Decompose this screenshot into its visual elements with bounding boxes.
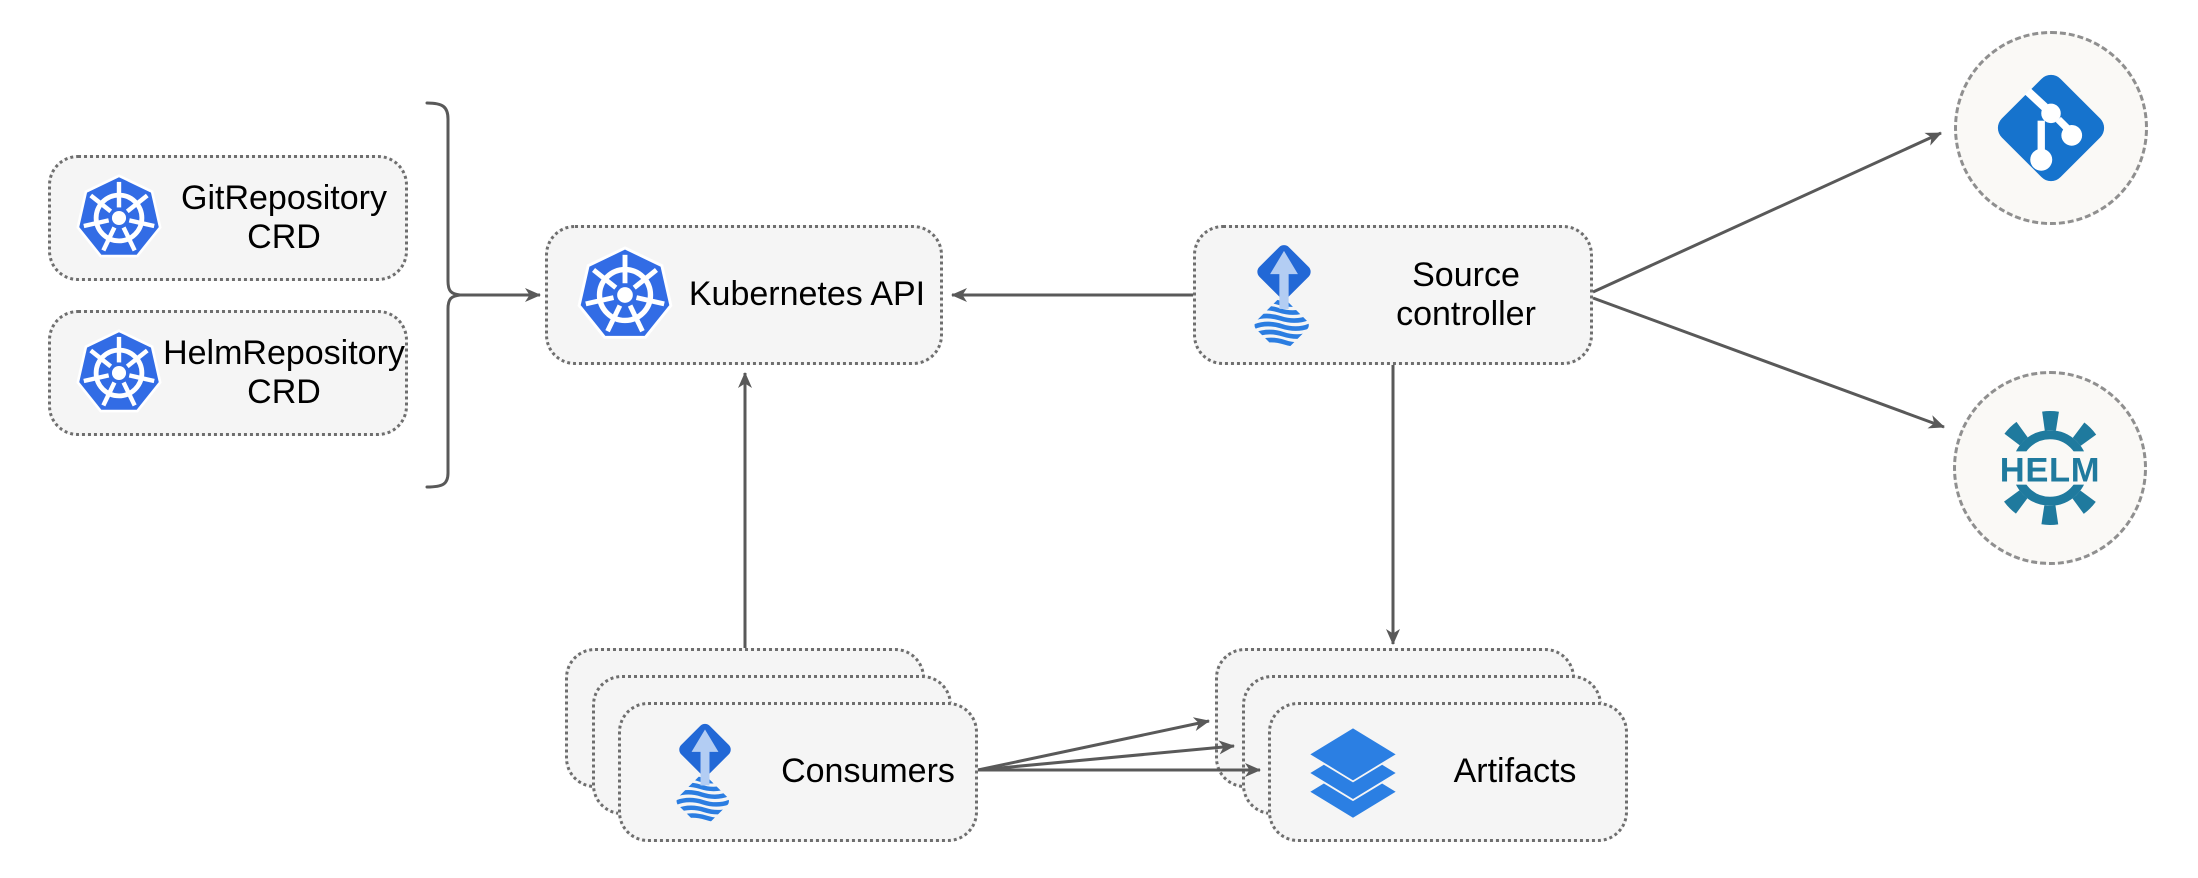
node-source-controller: Source controller xyxy=(1193,225,1593,365)
layers-icon xyxy=(1310,728,1396,818)
node-kubernetes-api: Kubernetes API xyxy=(545,225,943,365)
git-icon xyxy=(1997,74,2105,182)
node-label: HelmRepository CRD xyxy=(163,333,405,411)
kubernetes-icon xyxy=(577,246,673,339)
node-label: GitRepository CRD xyxy=(181,178,387,256)
git-endpoint-circle xyxy=(1954,31,2148,225)
node-consumers: Consumers xyxy=(618,702,978,842)
node-label: Artifacts xyxy=(1453,752,1577,791)
edge-source-controller-to-helm xyxy=(1592,296,1945,429)
node-git-repository-crd: GitRepository CRD xyxy=(48,155,408,281)
kubernetes-icon xyxy=(76,174,162,258)
node-label: Kubernetes API xyxy=(688,275,926,314)
helm-icon: HELM xyxy=(1991,411,2109,525)
edge-consumers-to-artifacts-back xyxy=(977,717,1210,772)
node-artifacts: Artifacts xyxy=(1268,702,1628,842)
helm-logo-text: HELM xyxy=(2000,451,2100,489)
node-label: Consumers xyxy=(781,752,955,791)
helm-endpoint-circle: HELM xyxy=(1953,371,2147,565)
edge-consumers-to-artifacts-middle xyxy=(977,740,1235,772)
kubernetes-icon xyxy=(76,329,162,413)
source-controller-icon xyxy=(674,723,732,827)
node-helm-repository-crd: HelmRepository CRD xyxy=(48,310,408,436)
node-label: Source controller xyxy=(1396,255,1536,333)
edge-crds-brace xyxy=(425,101,461,489)
edge-source-controller-to-git xyxy=(1592,131,1942,294)
source-controller-icon xyxy=(1252,245,1312,352)
